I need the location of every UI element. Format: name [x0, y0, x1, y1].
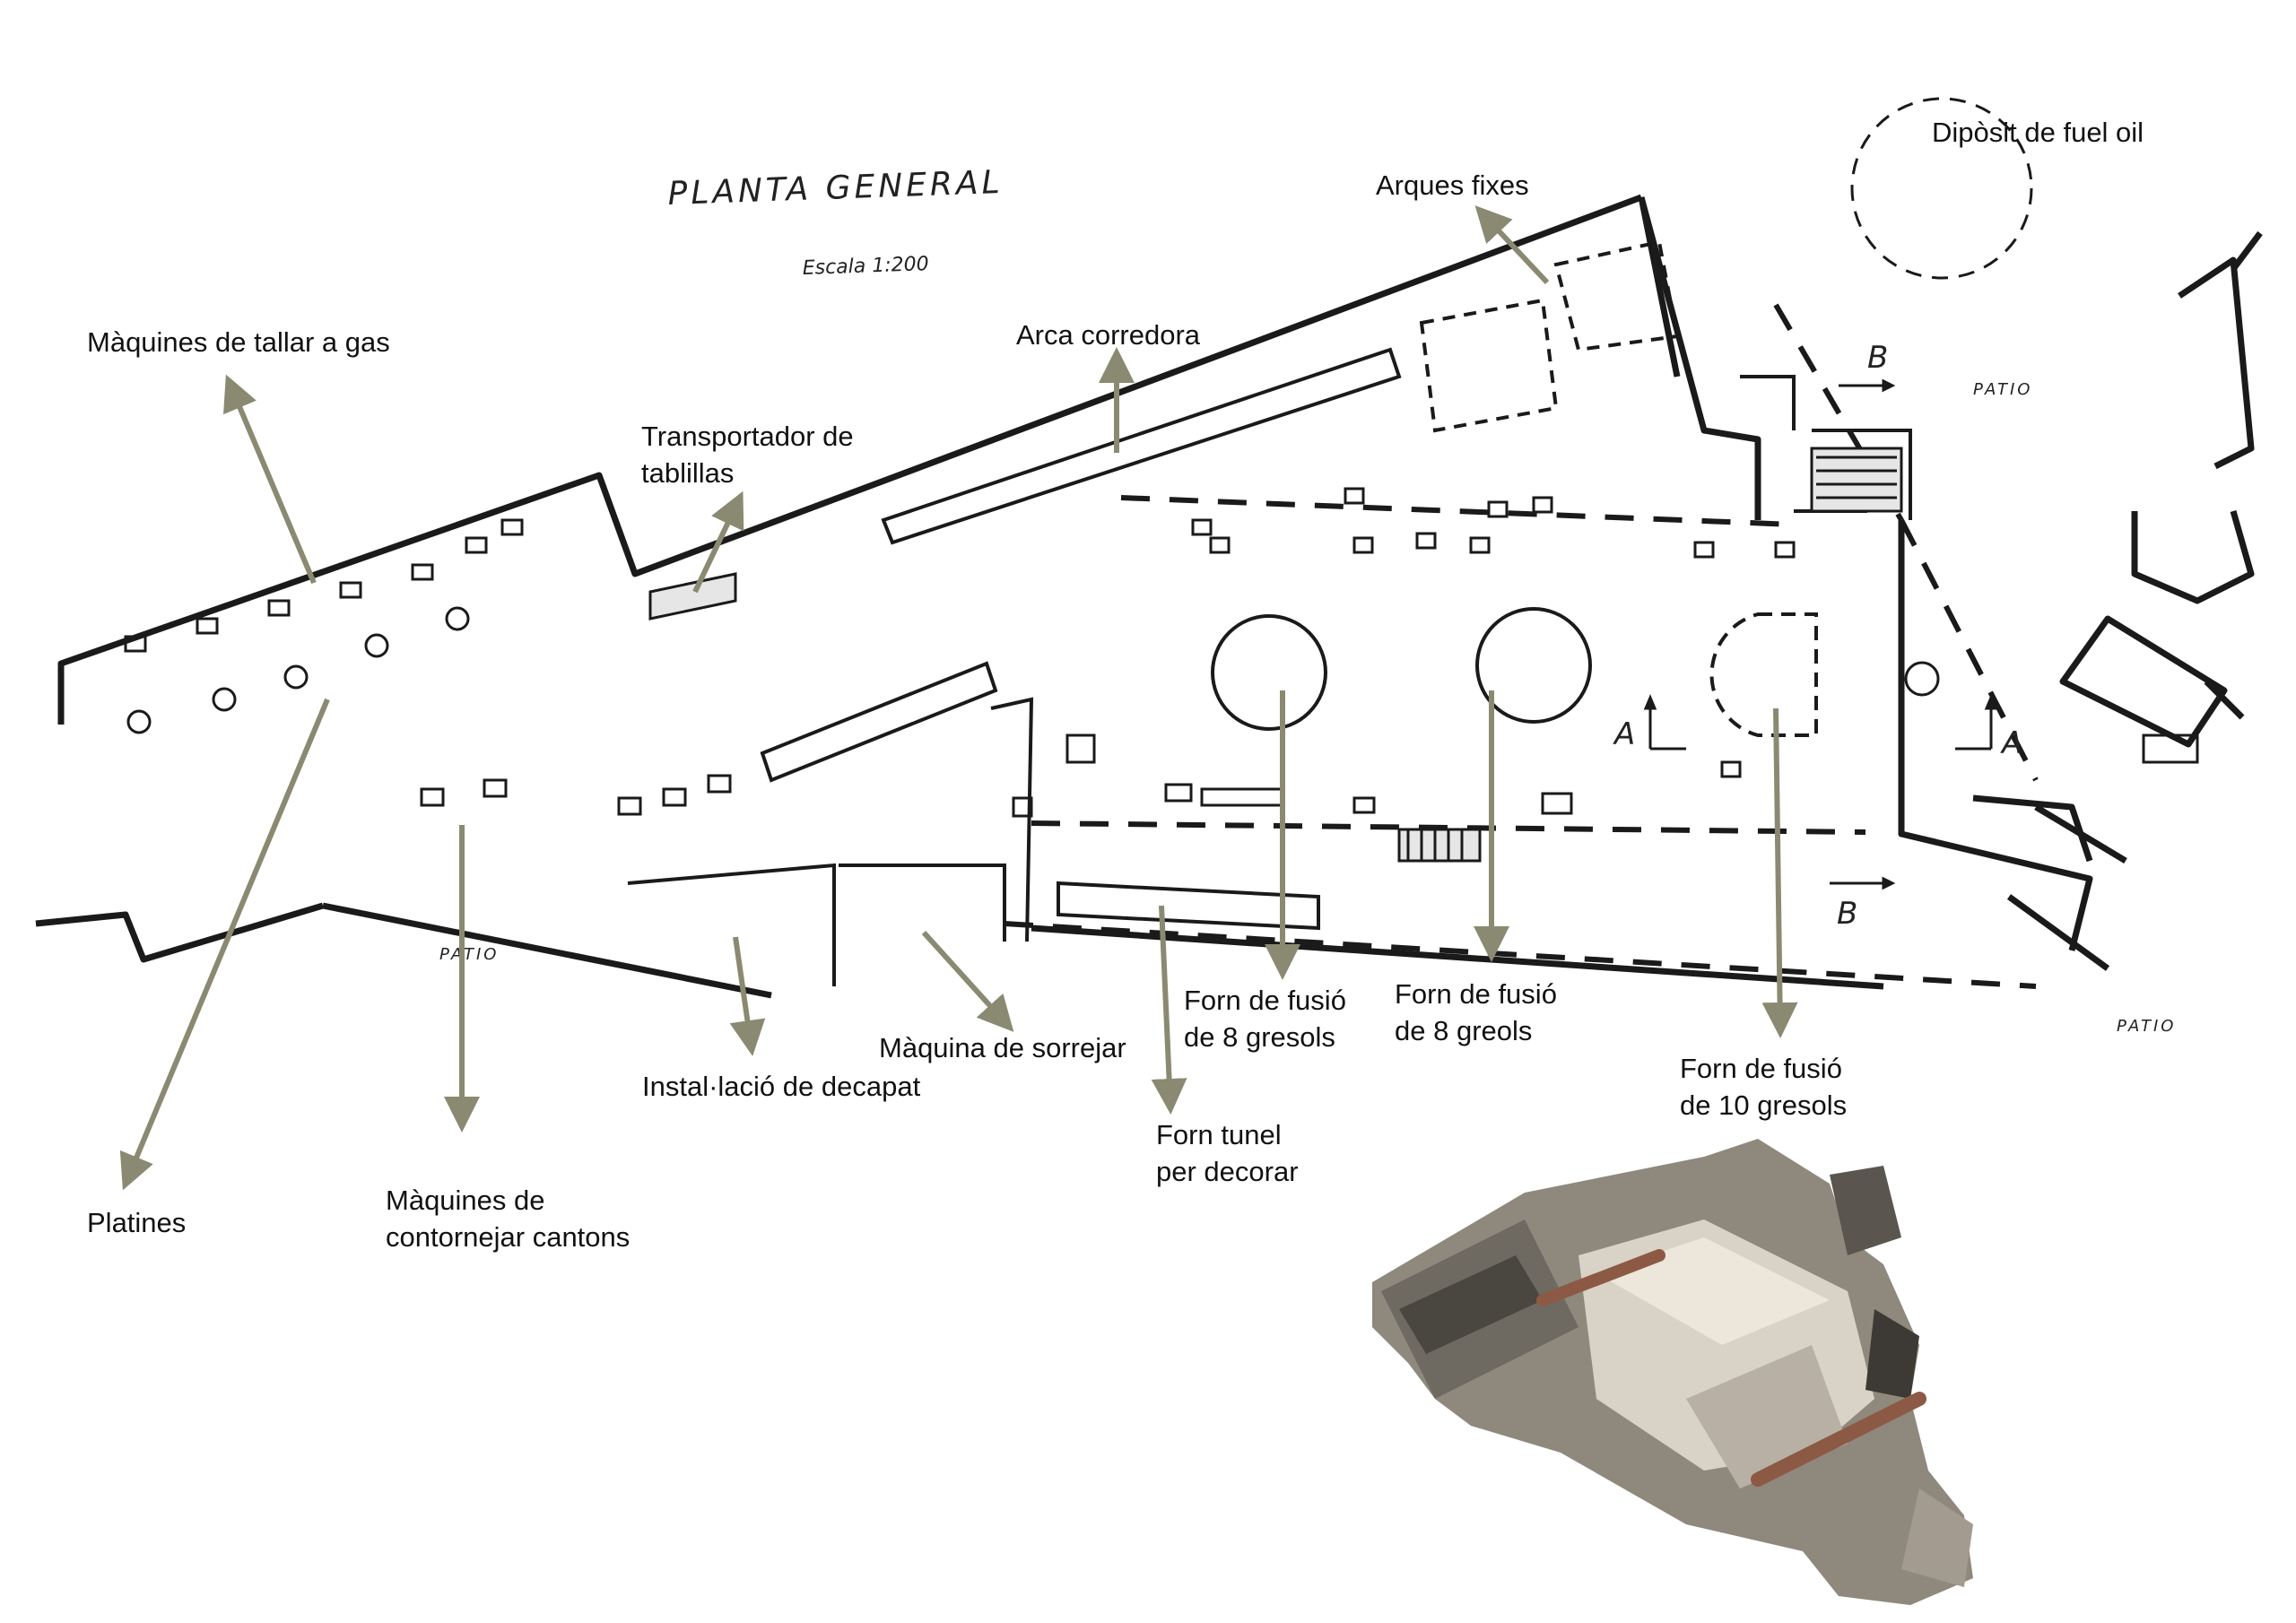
label-forn10-line2: de 10 gresols [1680, 1089, 1848, 1121]
label-arques-fixes: Arques fixes [1376, 169, 1529, 201]
label-tallar-gas: Màquines de tallar a gas [87, 326, 390, 358]
label-forn8g-line1: Forn de fusió [1184, 985, 1346, 1016]
arrow-tallar-gas [223, 374, 317, 585]
section-b-bottom: B [1837, 896, 1857, 932]
rooms [627, 239, 1912, 986]
arrow-arques [1474, 205, 1550, 285]
label-forn8g-line2: de 8 gresols [1184, 1021, 1335, 1053]
equipment-symbols [124, 487, 2199, 818]
furnaces [1211, 97, 2033, 737]
arrow-forn10 [1761, 707, 1798, 1038]
patio-label-bottom: PATIO [2117, 1017, 2176, 1036]
arrow-transportador [692, 490, 744, 594]
label-tunel-line2: per decorar [1156, 1156, 1299, 1187]
stair-hatch [648, 447, 1903, 863]
label-forn8r-line2: de 8 greols [1395, 1015, 1533, 1046]
label-platines: Platines [87, 1207, 187, 1238]
plan-scale: Escala 1:200 [802, 253, 929, 280]
patio-label-right: PATIO [1973, 380, 2032, 399]
section-markers [1643, 378, 1998, 890]
pointer-arrows [119, 205, 1798, 1191]
label-forn8r-line1: Forn de fusió [1395, 978, 1557, 1010]
label-forn10-line1: Forn de fusió [1680, 1053, 1842, 1084]
arrow-decapat [729, 936, 766, 1056]
label-sorrejar: Màquina de sorrejar [879, 1032, 1126, 1063]
aerial-photo [1372, 1139, 1973, 1605]
label-tunel-line1: Forn tunel [1156, 1119, 1282, 1150]
section-b-top: B [1867, 340, 1888, 376]
label-diposit-fuel-oil: Dipòsit de fuel oil [1932, 117, 2144, 148]
arrow-tunel [1151, 905, 1187, 1115]
label-transportador-line2: tablillas [641, 457, 735, 489]
label-decapat: Instal·lació de decapat [642, 1071, 921, 1102]
section-a-left: A [1613, 716, 1635, 752]
label-arca-corredora: Arca corredora [1016, 319, 1201, 351]
arrow-sorrejar [921, 930, 1014, 1032]
label-contornejar-line2: contornejar cantons [386, 1221, 631, 1253]
label-transportador-line1: Transportador de [641, 421, 854, 452]
building-walls [35, 194, 2263, 999]
arrow-platines [119, 698, 330, 1191]
label-contornejar-line1: Màquines de [386, 1185, 545, 1216]
plan-title: PLANTA GENERAL [667, 164, 1004, 213]
section-a-right: A [2000, 725, 2022, 761]
patio-label-left: PATIO [439, 945, 499, 964]
